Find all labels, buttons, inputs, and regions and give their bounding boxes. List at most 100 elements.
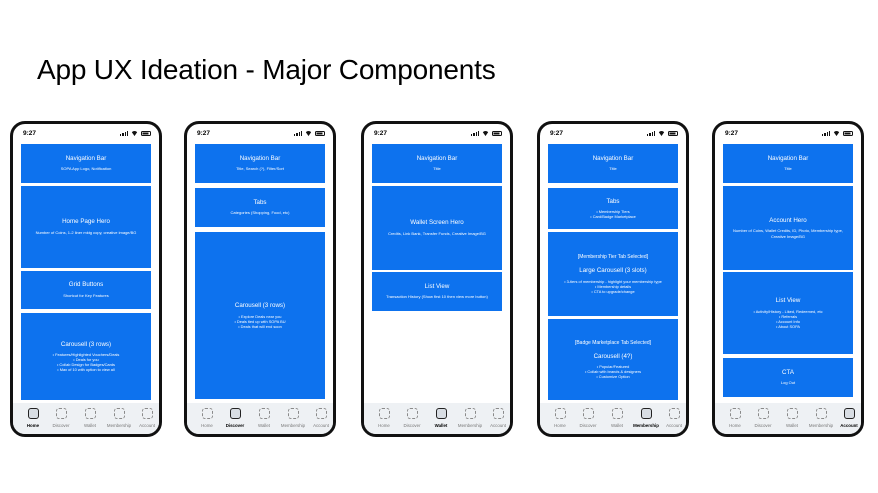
tab-placeholder-icon [640, 408, 652, 419]
tab-discover[interactable]: Discover [400, 408, 424, 428]
status-bar: 9:27 [540, 124, 686, 142]
component-carousell-3-rows: Carousell (3 rows) Features/Highlighted V… [21, 313, 151, 400]
bullet-item: Collab Design for Badges/Cards [53, 362, 120, 367]
tab-home[interactable]: Home [195, 408, 219, 428]
wifi-icon [658, 131, 665, 136]
tab-home[interactable]: Home [548, 408, 572, 428]
tab-placeholder-icon [258, 408, 270, 419]
tab-discover[interactable]: Discover [223, 408, 247, 428]
bullet-item: Deals tied up with SOPA BU [234, 319, 286, 324]
component-title: Navigation Bar [416, 154, 458, 162]
tab-account[interactable]: Account [309, 408, 333, 428]
tab-label: Account [313, 423, 329, 428]
bullet-item: Popular/Featured [585, 364, 641, 369]
system-icons [471, 130, 502, 137]
tab-home[interactable]: Home [723, 408, 747, 428]
tab-label: Discover [225, 423, 245, 428]
tab-label: Account [666, 423, 682, 428]
tab-membership[interactable]: Membership [458, 408, 482, 428]
tab-membership[interactable]: Membership [107, 408, 131, 428]
tab-label: Wallet [83, 423, 97, 428]
bullet-item: Deals for you [53, 357, 120, 362]
component-title: Grid Buttons [68, 281, 104, 289]
system-icons [294, 130, 325, 137]
component-title: Carousell (3 rows) [60, 340, 112, 348]
system-icons [647, 130, 678, 137]
component-title: Navigation Bar [767, 154, 809, 162]
signal-icon [822, 131, 830, 136]
tab-discover[interactable]: Discover [576, 408, 600, 428]
tab-label: Account [139, 423, 155, 428]
tab-wallet[interactable]: Wallet [429, 408, 453, 428]
bullet-item: Deals that will end soon [234, 324, 285, 329]
component-description: Title, Search (?), Filter/Sort [236, 166, 284, 172]
component-description: Transaction History (Show first 10 then … [386, 294, 488, 300]
tab-placeholder-icon [435, 408, 447, 419]
tab-label: Wallet [434, 423, 448, 428]
tab-placeholder-icon [378, 408, 390, 419]
status-time: 9:27 [197, 130, 211, 137]
tab-home[interactable]: Home [372, 408, 396, 428]
bullet-item: Activity/History - Liked, Redeemed, etc [753, 309, 823, 314]
tab-membership[interactable]: Membership [633, 408, 659, 428]
tab-label: Discover [754, 423, 772, 428]
status-time: 9:27 [725, 130, 739, 137]
tab-label: Home [26, 423, 40, 428]
component-bullets: 3-tiers of membership - highlight your m… [564, 279, 662, 294]
tab-home[interactable]: Home [21, 408, 45, 428]
component-title: Tabs [253, 198, 267, 206]
component-title: Large Carousell (3 slots) [579, 267, 647, 275]
bullet-item: CTA to upgrade/change [564, 289, 662, 294]
tab-placeholder-icon [492, 408, 504, 419]
status-time: 9:27 [550, 130, 564, 137]
tab-wallet[interactable]: Wallet [78, 408, 102, 428]
tab-wallet[interactable]: Wallet [252, 408, 276, 428]
tab-label: Discover [52, 423, 70, 428]
bullet-item: Collab with brands & designers [585, 369, 641, 374]
component-description: Credits, Link Bank, Transfer Funds, Crea… [388, 230, 486, 236]
wifi-icon [833, 131, 840, 136]
tab-discover[interactable]: Discover [49, 408, 73, 428]
bullet-item: Card/Badge Marketplace [590, 214, 636, 219]
component-title: List View [424, 282, 450, 290]
tab-placeholder-icon [113, 408, 125, 419]
tab-placeholder-icon [464, 408, 476, 419]
component-description: Title [609, 166, 617, 172]
tab-account[interactable]: Account [486, 408, 510, 428]
status-bar: 9:27 [187, 124, 333, 142]
tab-label: Account [840, 423, 858, 428]
tab-label: Home [201, 423, 213, 428]
tab-wallet[interactable]: Wallet [605, 408, 629, 428]
component-tabs: TabsMembership TiersCard/Badge Marketpla… [548, 188, 678, 229]
tab-wallet[interactable]: Wallet [780, 408, 804, 428]
component-title: Navigation Bar [65, 154, 107, 162]
component-title: Carousell (4?) [593, 352, 633, 360]
signal-icon [294, 131, 302, 136]
component-bullets: Features/Highlighted Vouchers/DealsDeals… [53, 352, 120, 372]
tab-label: Membership [633, 423, 659, 428]
status-bar: 9:27 [13, 124, 159, 142]
tab-account[interactable]: Account [135, 408, 159, 428]
component-description: Title [784, 166, 792, 172]
component-title: Navigation Bar [592, 154, 634, 162]
signal-icon [647, 131, 655, 136]
tab-account[interactable]: Account [837, 408, 861, 428]
tab-discover[interactable]: Discover [751, 408, 775, 428]
tab-membership[interactable]: Membership [281, 408, 305, 428]
component-title: Wallet Screen Hero [410, 219, 464, 227]
component-context: [Membership Tier Tab Selected] [577, 254, 649, 261]
tab-membership[interactable]: Membership [809, 408, 833, 428]
tab-placeholder-icon [315, 408, 327, 419]
component-context: [Badge Marketplace Tab Selected] [574, 339, 652, 346]
tab-account[interactable]: Account [662, 408, 686, 428]
